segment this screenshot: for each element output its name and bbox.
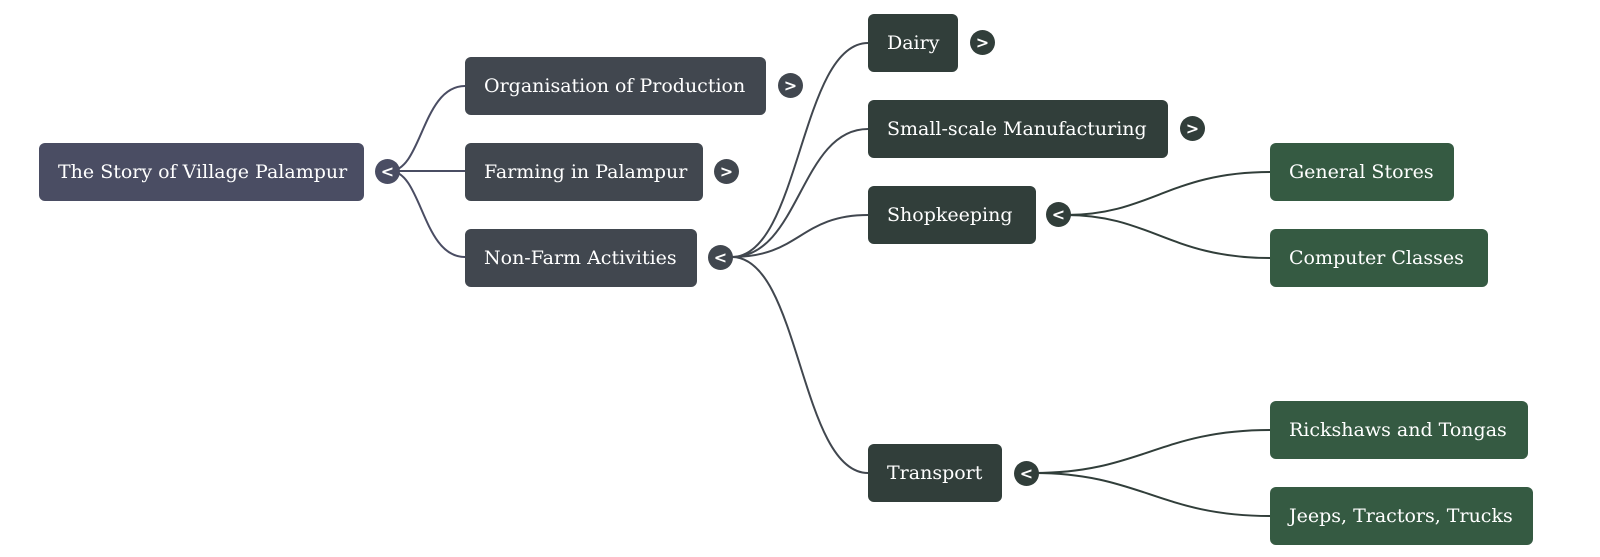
- collapse-toggle-root[interactable]: <: [375, 159, 400, 184]
- node-rickshaws-and-tongas[interactable]: Rickshaws and Tongas: [1270, 401, 1528, 459]
- node-transport[interactable]: Transport: [868, 444, 1002, 502]
- link-non-farm-manufacturing: [731, 128, 869, 258]
- node-root[interactable]: The Story of Village Palampur: [39, 143, 364, 201]
- node-dairy[interactable]: Dairy: [868, 14, 958, 72]
- node-non-farm-activities[interactable]: Non-Farm Activities: [465, 229, 697, 287]
- collapse-toggle-non-farm[interactable]: <: [708, 245, 733, 270]
- node-jeeps-tractors-trucks[interactable]: Jeeps, Tractors, Trucks: [1270, 487, 1533, 545]
- collapse-toggle-transport[interactable]: <: [1014, 461, 1039, 486]
- expand-toggle-farming[interactable]: >: [714, 159, 739, 184]
- node-organisation-of-production[interactable]: Organisation of Production: [465, 57, 766, 115]
- collapse-toggle-shopkeeping[interactable]: <: [1046, 202, 1071, 227]
- node-general-stores[interactable]: General Stores: [1270, 143, 1454, 201]
- link-shopkeeping-computer-classes: [1065, 214, 1271, 259]
- link-non-farm-shopkeeping: [731, 214, 869, 258]
- link-root-organisation: [389, 85, 466, 172]
- expand-toggle-manufacturing[interactable]: >: [1180, 116, 1205, 141]
- link-root-non-farm: [389, 170, 466, 258]
- link-shopkeeping-general-stores: [1065, 171, 1271, 216]
- link-transport-jeeps: [1033, 472, 1271, 517]
- expand-toggle-organisation[interactable]: >: [778, 73, 803, 98]
- expand-toggle-dairy[interactable]: >: [970, 30, 995, 55]
- node-computer-classes[interactable]: Computer Classes: [1270, 229, 1488, 287]
- node-farming-in-palampur[interactable]: Farming in Palampur: [465, 143, 703, 201]
- node-small-scale-manufacturing[interactable]: Small-scale Manufacturing: [868, 100, 1168, 158]
- link-non-farm-transport: [731, 256, 869, 474]
- node-shopkeeping[interactable]: Shopkeeping: [868, 186, 1036, 244]
- link-transport-rickshaws: [1033, 429, 1271, 474]
- link-non-farm-dairy: [731, 42, 869, 258]
